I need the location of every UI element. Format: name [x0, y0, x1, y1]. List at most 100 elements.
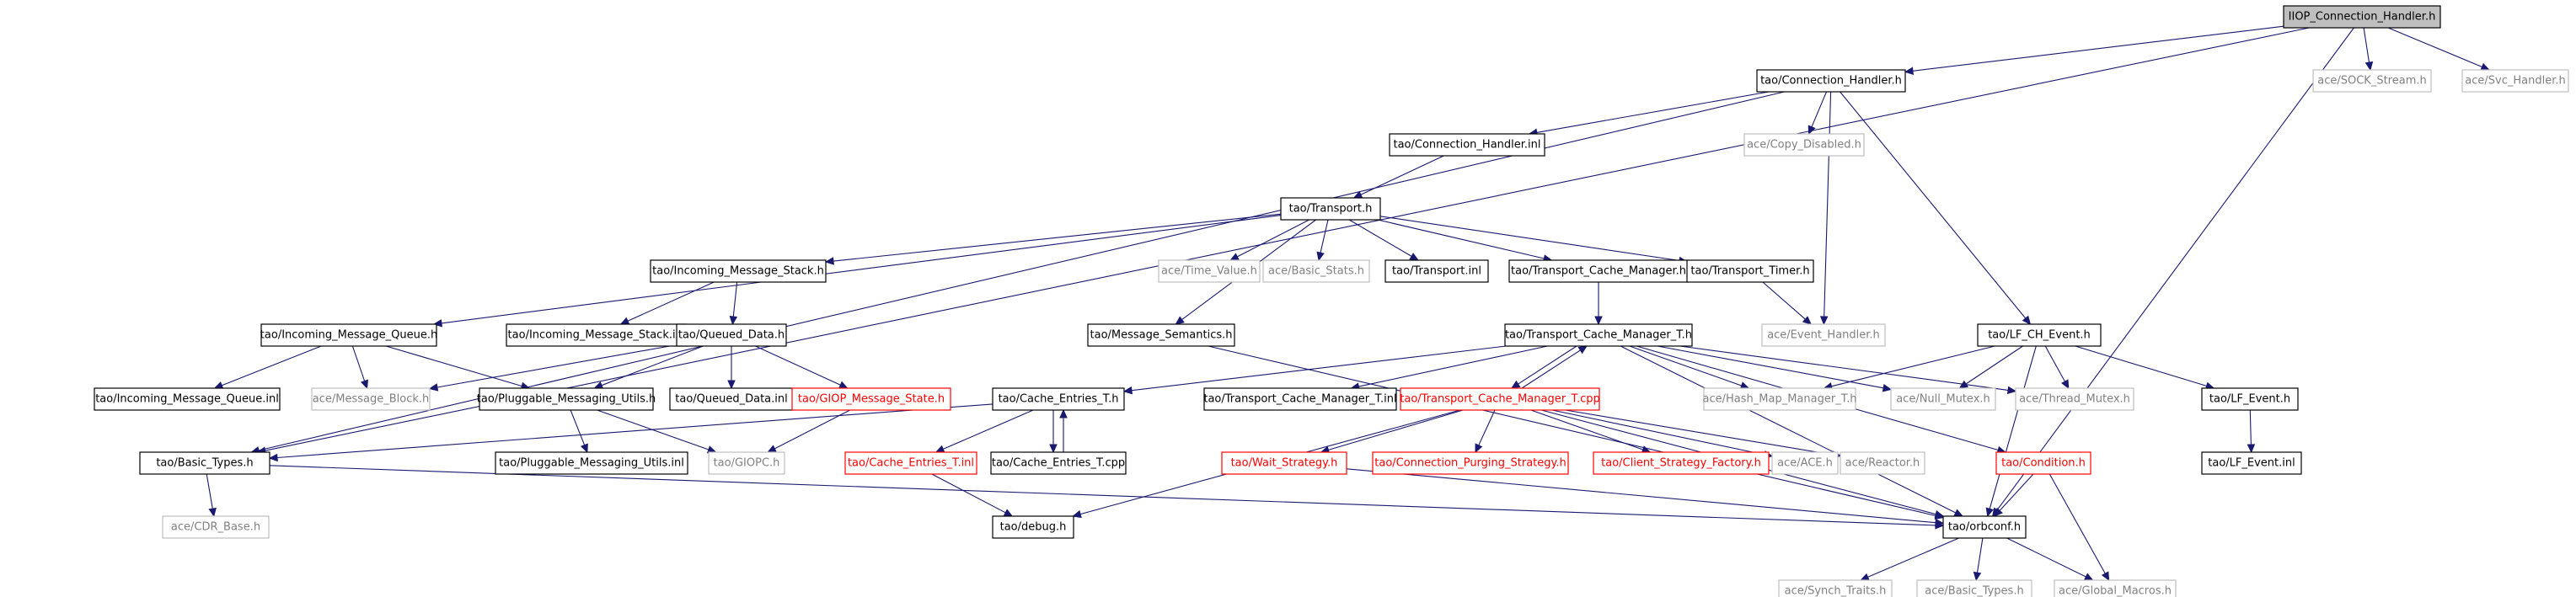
node-wait-strategy[interactable]: tao/Wait_Strategy.h	[1221, 451, 1347, 475]
node-box	[1916, 579, 2032, 597]
node-transport-h[interactable]: tao/Transport.h	[1280, 197, 1381, 221]
node-label: IIOP_Connection_Handler.h	[2289, 11, 2436, 24]
edge-cache_entries_cpp-to-cache_entries_h	[1059, 408, 1068, 453]
edge-arrowhead	[361, 379, 368, 390]
node-ace-h[interactable]: ace/ACE.h	[1771, 451, 1839, 475]
node-message-semantics[interactable]: tao/Message_Semantics.h	[1087, 323, 1235, 347]
edge-arrowhead	[1510, 380, 1521, 389]
node-ace-basic-types[interactable]: ace/Basic_Types.h	[1916, 579, 2032, 597]
node-label: tao/Basic_Types.h	[156, 457, 253, 470]
node-box	[1400, 387, 1600, 411]
edge-arrowhead	[2247, 444, 2256, 454]
node-box	[1890, 387, 1996, 411]
edge-line	[1831, 345, 1995, 387]
node-box	[669, 387, 794, 411]
node-box	[1977, 323, 2102, 347]
node-basic-types-h[interactable]: tao/Basic_Types.h	[139, 451, 270, 475]
node-box	[2201, 451, 2302, 475]
edge-arrowhead	[1122, 386, 1133, 395]
node-client-factory[interactable]: tao/Client_Strategy_Factory.h	[1593, 451, 1770, 475]
node-box	[311, 387, 431, 411]
edge-lf_ch_event-to-thread_mutex	[2044, 345, 2070, 390]
node-lf-event-inl[interactable]: tao/LF_Event.inl	[2201, 451, 2302, 475]
node-basic-stats[interactable]: ace/Basic_Stats.h	[1262, 259, 1370, 283]
edge-arrowhead	[2061, 379, 2070, 390]
node-condition[interactable]: tao/Condition.h	[1995, 451, 2091, 475]
node-time-value[interactable]: ace/Time_Value.h	[1158, 259, 1261, 283]
node-box	[1262, 259, 1370, 283]
edge-line	[1565, 409, 1834, 456]
node-cdr-base[interactable]: ace/CDR_Base.h	[162, 515, 270, 539]
node-label: ace/Time_Value.h	[1161, 265, 1257, 278]
node-cache-entries-h[interactable]: tao/Cache_Entries_T.h	[992, 387, 1125, 411]
node-orbconf[interactable]: tao/orbconf.h	[1942, 515, 2027, 539]
node-label: ace/Basic_Types.h	[1925, 585, 2023, 597]
node-pmu-inl[interactable]: tao/Pluggable_Messaging_Utils.inl	[495, 451, 688, 475]
node-label: tao/LF_Event.h	[2209, 393, 2290, 406]
node-label: tao/orbconf.h	[1948, 521, 2021, 534]
edge-line	[1996, 27, 2354, 511]
edge-arrowhead	[2480, 62, 2491, 71]
node-event-handler[interactable]: ace/Event_Handler.h	[1761, 323, 1886, 347]
node-lf-ch-event[interactable]: tao/LF_CH_Event.h	[1977, 323, 2102, 347]
node-reactor[interactable]: ace/Reactor.h	[1840, 451, 1925, 475]
node-box	[1372, 451, 1569, 475]
edge-transport_timer-to-event_handler	[1762, 281, 1813, 325]
node-sock-stream[interactable]: ace/SOCK_Stream.h	[2312, 69, 2432, 93]
node-label: ace/Event_Handler.h	[1767, 329, 1880, 342]
node-giopc[interactable]: tao/GIOPC.h	[708, 451, 785, 475]
node-root[interactable]: IIOP_Connection_Handler.h	[2283, 5, 2441, 29]
node-incoming-stack-h[interactable]: tao/Incoming_Message_Stack.h	[650, 259, 827, 283]
edge-line	[1620, 345, 1957, 514]
node-thread-mutex[interactable]: ace/Thread_Mutex.h	[2015, 387, 2134, 411]
node-cache-entries-cpp[interactable]: tao/Cache_Entries_T.cpp	[990, 451, 1127, 475]
edge-line	[2363, 27, 2370, 63]
edge-arrowhead	[1409, 253, 1419, 261]
node-tcm-t-h[interactable]: tao/Transport_Cache_Manager_T.h	[1504, 323, 1693, 347]
node-svc-handler[interactable]: ace/Svc_Handler.h	[2461, 69, 2569, 93]
node-pmu-h[interactable]: tao/Pluggable_Messaging_Utils.h	[477, 387, 656, 411]
node-label: tao/Client_Strategy_Factory.h	[1601, 457, 1761, 470]
node-hash-map[interactable]: ace/Hash_Map_Manager_T.h	[1703, 387, 1857, 411]
edge-line	[206, 473, 213, 509]
node-label: tao/Condition.h	[2001, 457, 2086, 470]
node-tcm-h[interactable]: tao/Transport_Cache_Manager.h	[1508, 259, 1689, 283]
edge-arrowhead	[1935, 518, 1945, 527]
node-box	[1158, 259, 1261, 283]
node-tcm-t-cpp[interactable]: tao/Transport_Cache_Manager_T.cpp	[1400, 387, 1600, 411]
node-cache-entries-inl[interactable]: tao/Cache_Entries_T.inl	[844, 451, 977, 475]
edge-arrowhead	[1904, 67, 1914, 76]
node-synch-traits[interactable]: ace/Synch_Traits.h	[1778, 579, 1893, 597]
node-queued-data-inl[interactable]: tao/Queued_Data.inl	[669, 387, 794, 411]
node-debug-h[interactable]: tao/debug.h	[992, 515, 1074, 539]
edge-arrowhead	[1882, 384, 1893, 392]
edge-line	[1518, 345, 1577, 385]
node-purging[interactable]: tao/Connection_Purging_Strategy.h	[1372, 451, 1569, 475]
node-lf-event-h[interactable]: tao/LF_Event.h	[2201, 387, 2299, 411]
edge-arrowhead	[2006, 386, 2017, 394]
edge-incoming_stack_h-to-queued_data_h	[729, 281, 738, 326]
node-global-macros[interactable]: ace/Global_Macros.h	[2054, 579, 2177, 597]
node-label: tao/Cache_Entries_T.cpp	[992, 457, 1125, 470]
node-null-mutex[interactable]: ace/Null_Mutex.h	[1890, 387, 1996, 411]
node-box	[1703, 387, 1856, 411]
node-label: tao/Connection_Handler.h	[1760, 75, 1902, 88]
node-transport-inl[interactable]: tao/Transport.inl	[1384, 259, 1489, 283]
node-tcm-t-inl[interactable]: tao/Transport_Cache_Manager_T.inl	[1203, 387, 1397, 411]
edge-arrowhead	[1994, 507, 2003, 517]
node-conn-handler-h[interactable]: tao/Connection_Handler.h	[1756, 69, 1906, 93]
node-incoming-stack-inl[interactable]: tao/Incoming_Message_Stack.inl	[506, 323, 688, 347]
node-message-block[interactable]: ace/Message_Block.h	[311, 387, 431, 411]
edge-line	[1976, 537, 1984, 573]
node-label: tao/Incoming_Message_Queue.inl	[95, 393, 279, 406]
node-giop-state[interactable]: tao/GIOP_Message_State.h	[791, 387, 951, 411]
node-transport-timer[interactable]: tao/Transport_Timer.h	[1686, 259, 1814, 283]
node-incoming-queue-inl[interactable]: tao/Incoming_Message_Queue.inl	[94, 387, 281, 411]
node-box	[2015, 387, 2134, 411]
node-conn-handler-inl[interactable]: tao/Connection_Handler.inl	[1389, 133, 1545, 157]
node-queued-data-h[interactable]: tao/Queued_Data.h	[676, 323, 787, 347]
node-box	[791, 387, 951, 411]
node-label: tao/Queued_Data.inl	[675, 393, 788, 406]
node-copy-disabled[interactable]: ace/Copy_Disabled.h	[1743, 133, 1865, 157]
node-incoming-queue-h[interactable]: tao/Incoming_Message_Queue.h	[260, 323, 437, 347]
